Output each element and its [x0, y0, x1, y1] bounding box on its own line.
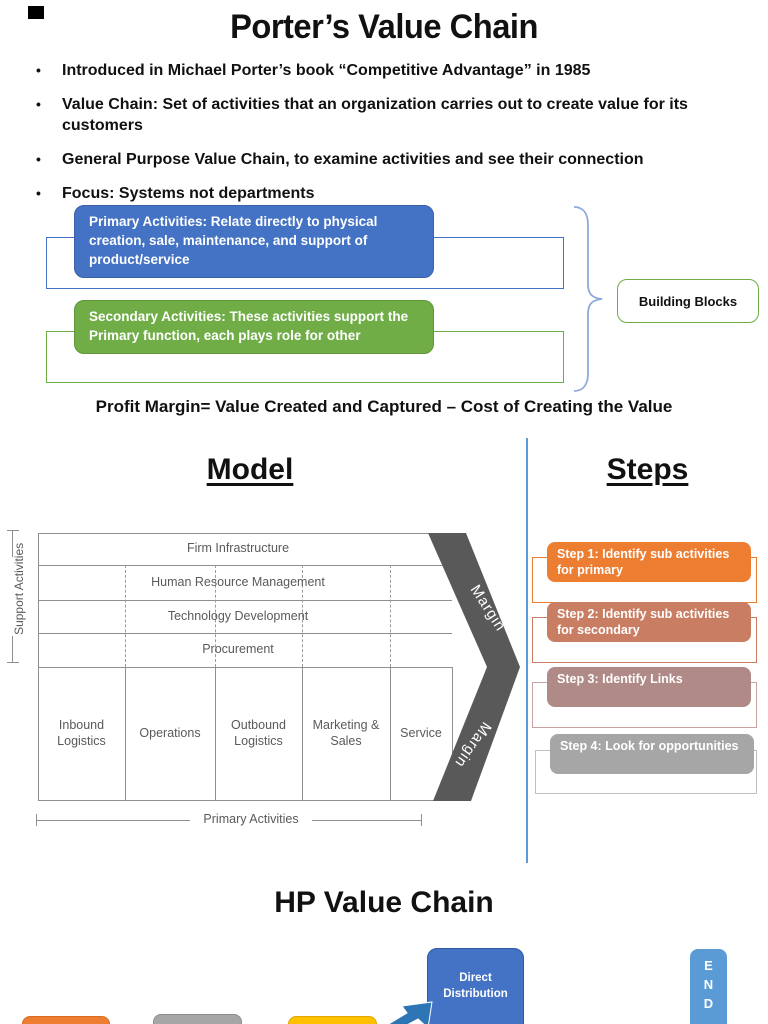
bracket-tick [7, 530, 19, 531]
bracket-stem [12, 530, 13, 557]
corner-mark [28, 6, 44, 19]
bullet-icon: • [36, 96, 41, 113]
stub-box-yellow [288, 1016, 377, 1024]
step3-box: Step 3: Identify Links [547, 667, 751, 707]
bullet-icon: • [36, 62, 41, 78]
page-title: Porter’s Value Chain [230, 8, 538, 46]
bullet-icon: • [36, 151, 41, 168]
dashed-divider [302, 565, 303, 667]
stub-box-gray [153, 1014, 242, 1024]
table-line [38, 667, 452, 668]
table-line [38, 565, 452, 566]
flow-arrow-icon [387, 1001, 433, 1024]
bracket-line [312, 820, 421, 821]
profit-margin-note: Profit Margin= Value Created and Capture… [95, 397, 673, 416]
primary-cell: Outbound Logistics [231, 717, 286, 748]
dashed-divider [125, 565, 126, 667]
margin-arrow: Margin Margin [428, 533, 520, 801]
end-letter: N [703, 976, 714, 992]
steps-heading: Steps [606, 453, 689, 486]
bullet-text: Introduced in Michael Porter’s book “Com… [62, 62, 591, 79]
primary-cell: Service [400, 725, 442, 740]
dashed-divider [390, 565, 391, 667]
column-divider [390, 667, 391, 800]
dashed-divider [215, 565, 216, 667]
primary-cell: Operations [139, 725, 201, 740]
step1-box: Step 1: Identify sub activities for prim… [547, 542, 751, 582]
column-divider [125, 667, 126, 800]
brace-icon [573, 206, 603, 392]
table-line [38, 533, 452, 534]
primary-cell: Marketing & Sales [312, 717, 380, 748]
end-letter: E [704, 958, 713, 973]
support-row: Firm Infrastructure [186, 541, 290, 555]
model-heading: Model [206, 453, 294, 486]
bullet-text: Value Chain: Set of activities that an o… [62, 96, 688, 135]
table-line [38, 800, 462, 801]
primary-cell: Inbound Logistics [57, 717, 106, 748]
support-row: Technology Development [167, 609, 309, 623]
hp-heading: HP Value Chain [274, 886, 494, 919]
table-line [38, 633, 452, 634]
bullet-item: • Value Chain: Set of activities that an… [36, 94, 736, 136]
support-row: Human Resource Management [151, 575, 325, 589]
table-line [38, 600, 452, 601]
column-divider [302, 667, 303, 800]
bullet-item: • General Purpose Value Chain, to examin… [36, 149, 736, 170]
direct-distribution-box: Direct Distribution [427, 948, 524, 1024]
stub-box-orange [22, 1016, 110, 1024]
bullet-text: General Purpose Value Chain, to examine … [62, 151, 644, 169]
primary-activities-box: Primary Activities: Relate directly to p… [74, 205, 434, 278]
bullet-item: • Introduced in Michael Porter’s book “C… [36, 60, 736, 81]
support-activities-label: Support Activities [12, 542, 27, 635]
bracket-tick [421, 814, 422, 826]
bullet-list: • Introduced in Michael Porter’s book “C… [36, 60, 736, 218]
bullet-icon: • [36, 185, 41, 202]
bracket-tick [7, 662, 19, 663]
end-letter: D [703, 995, 714, 1011]
secondary-activities-box: Secondary Activities: These activities s… [74, 300, 434, 354]
bracket-line [36, 820, 190, 821]
column-divider [215, 667, 216, 800]
bracket-stem [12, 636, 13, 663]
bullet-item: • Focus: Systems not departments [36, 183, 736, 204]
end-box: E N D [690, 949, 727, 1024]
table-line [38, 533, 39, 801]
step4-box: Step 4: Look for opportunities [550, 734, 754, 774]
bullet-text: Focus: Systems not departments [62, 185, 315, 203]
support-row: Procurement [202, 642, 274, 656]
column-divider [452, 667, 453, 800]
primary-activities-label: Primary Activities [203, 812, 299, 826]
step2-box: Step 2: Identify sub activities for seco… [547, 602, 751, 642]
section-divider [526, 438, 528, 863]
building-blocks-box: Building Blocks [617, 279, 759, 323]
